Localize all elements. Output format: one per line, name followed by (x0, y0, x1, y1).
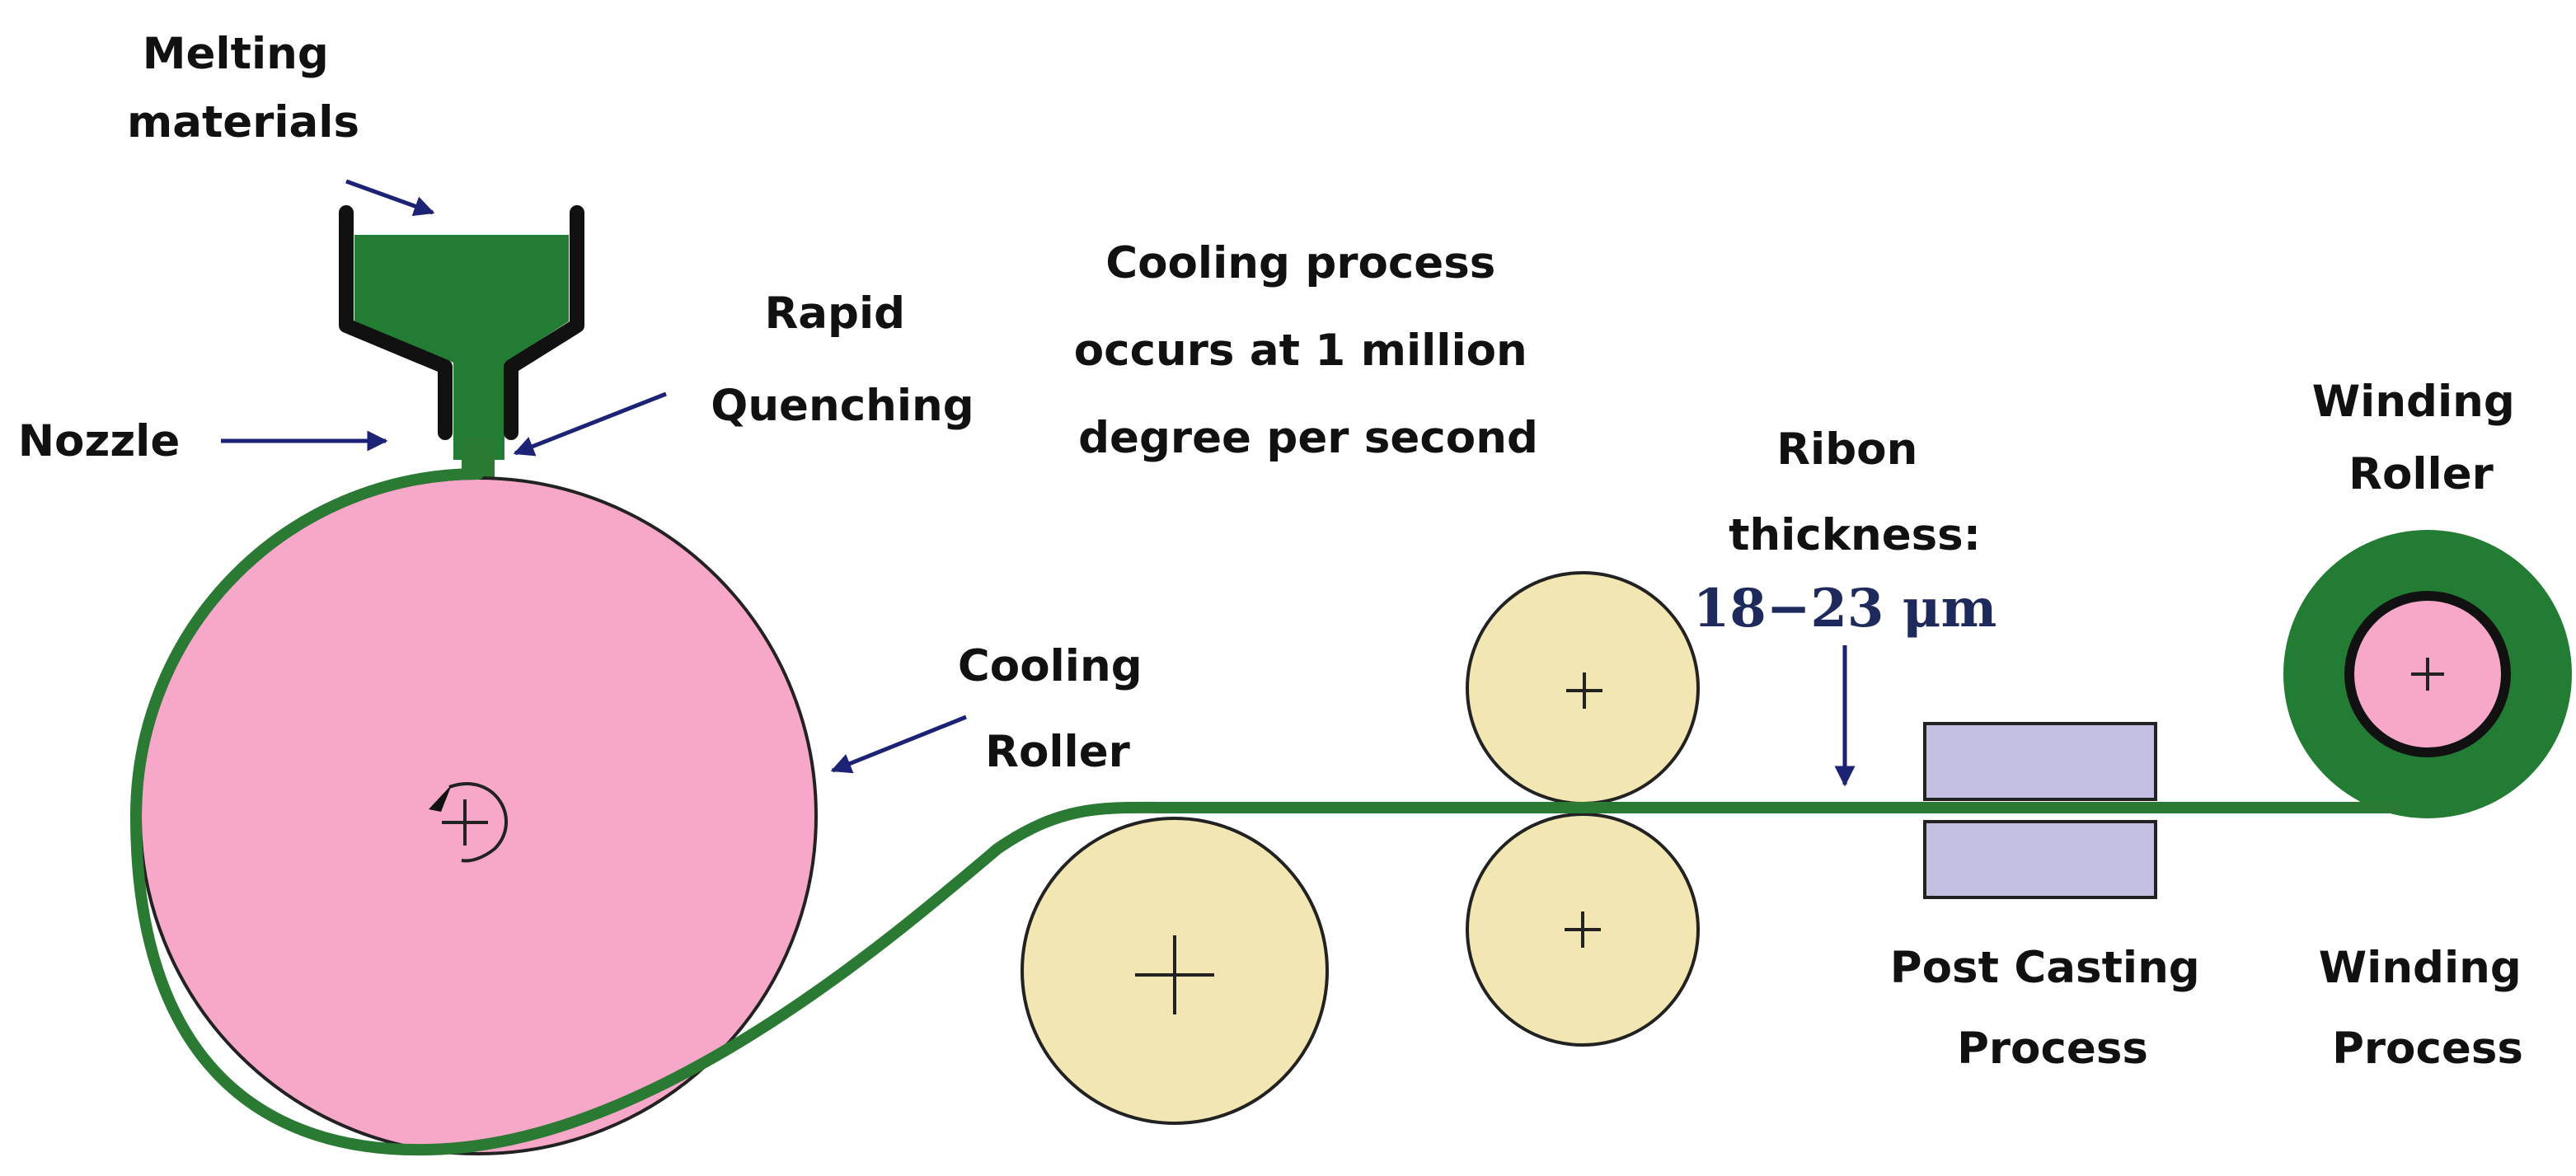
arrow-icon (345, 179, 435, 217)
thickness-value: 18−23 μm (1693, 578, 1997, 640)
arrow-icon (513, 391, 667, 457)
label-post-casting: Post Casting Process (1890, 943, 2215, 1074)
arrow-icon (830, 715, 967, 774)
ribbon (130, 468, 2400, 1156)
post-casting-block-bottom (1923, 820, 2157, 899)
rotation-arrow-head (429, 785, 452, 812)
melting-material (354, 235, 569, 460)
labels: Melting materials Nozzle Rapid Quenching… (18, 29, 2537, 1074)
pinch-roller-top (1466, 571, 1700, 805)
annotation-arrows (221, 179, 1856, 787)
guide-roller (1021, 817, 1329, 1125)
label-winding-process: Winding Process (2319, 943, 2537, 1074)
winding-roller (2283, 530, 2572, 818)
center-cross-icon (1565, 911, 1601, 948)
rotation-arrow-icon (448, 782, 509, 863)
post-casting-unit (1923, 722, 2157, 899)
label-winding-roller: Winding Roller (2312, 377, 2531, 499)
pinch-roller-bottom (1466, 813, 1700, 1047)
crucible-left-wall (339, 205, 453, 440)
label-cooling-roller: Cooling Roller (958, 641, 1157, 777)
label-rapid-quenching: Rapid Quenching (711, 288, 974, 431)
center-cross-icon (1135, 935, 1214, 1014)
label-ribon-thickness: Ribon thickness: (1729, 424, 1981, 560)
crucible-right-wall (504, 205, 584, 440)
center-cross-icon (442, 799, 488, 846)
label-melting-materials: Melting materials (127, 29, 359, 148)
center-cross-icon (1566, 672, 1602, 709)
crucible (339, 205, 584, 478)
label-nozzle: Nozzle (18, 416, 181, 466)
post-casting-block-top (1923, 722, 2157, 801)
center-cross-icon (2411, 658, 2444, 691)
label-cooling-process: Cooling process occurs at 1 million degr… (1074, 238, 1542, 463)
